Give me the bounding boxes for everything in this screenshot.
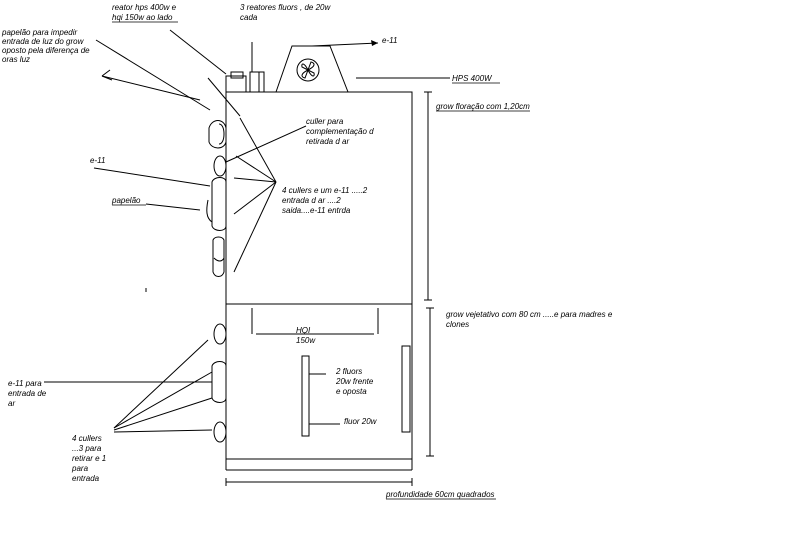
vegetative-internals: [44, 308, 411, 443]
svg-text:oras luz: oras luz: [2, 55, 30, 64]
svg-text:4 cullers: 4 cullers: [72, 434, 102, 443]
svg-text:saida....e-11 entrda: saida....e-11 entrda: [282, 206, 351, 215]
label-profundidade: profundidade 60cm quadrados: [385, 490, 496, 500]
svg-text:e-11: e-11: [382, 36, 397, 45]
svg-text:entrada de luz do grow: entrada de luz do grow: [2, 37, 85, 46]
label-grow-vegetativo: grow vejetativo com 80 cm .....e para ma…: [446, 310, 613, 329]
vegetative-chamber: [225, 303, 413, 460]
svg-text:150w: 150w: [296, 336, 316, 345]
label-reator: reator hps 400w e hqi 150w ao lado: [112, 3, 178, 23]
svg-text:HQI: HQI: [296, 326, 311, 335]
label-hps: HPS 400W: [452, 74, 500, 84]
side-fluor-tube: [401, 345, 411, 433]
label-fluor-20w: fluor 20w: [344, 417, 378, 426]
svg-text:e oposta: e oposta: [336, 387, 367, 396]
svg-text:papelão: papelão: [111, 196, 141, 205]
ballast-box: [225, 42, 265, 93]
svg-text:retirar e 1: retirar e 1: [72, 454, 106, 463]
svg-text:para: para: [71, 464, 89, 473]
label-grow-floracao: grow floração com 1,20cm: [436, 102, 530, 112]
cabinet: [225, 91, 413, 471]
svg-text:e-11 para: e-11 para: [8, 379, 42, 388]
label-e11-top: e-11: [382, 36, 397, 45]
svg-text:clones: clones: [446, 320, 469, 329]
svg-text:entrada de: entrada de: [8, 389, 47, 398]
svg-text:4 cullers e um e-11 .....2: 4 cullers e um e-11 .....2: [282, 186, 368, 195]
svg-text:culler para: culler para: [306, 117, 344, 126]
svg-text:papelão para impedir: papelão para impedir: [1, 28, 77, 37]
svg-text:cada: cada: [240, 13, 258, 22]
label-fluors-2: 2 fluors 20w frente e oposta: [335, 367, 374, 396]
svg-text:grow floração com 1,20cm: grow floração com 1,20cm: [436, 102, 530, 111]
svg-text:fluor 20w: fluor 20w: [344, 417, 378, 426]
dimensions: [225, 91, 434, 486]
label-papelao-top: papelão para impedir entrada de luz do g…: [1, 28, 90, 64]
label-papelao-left: papelão: [111, 196, 146, 206]
svg-text:complementação d: complementação d: [306, 127, 374, 136]
svg-text:profundidade 60cm quadrados: profundidade 60cm quadrados: [385, 490, 495, 499]
svg-text:hqi 150w ao lado: hqi 150w ao lado: [112, 13, 173, 22]
svg-text:3 reatores fluors , de 20w: 3 reatores fluors , de 20w: [240, 3, 331, 12]
svg-text:...3 para: ...3 para: [72, 444, 102, 453]
svg-text:e-11: e-11: [90, 156, 105, 165]
label-hqi: HQI 150w: [296, 326, 316, 345]
label-cullers-veg: 4 cullers ...3 para retirar e 1 para ent…: [71, 434, 106, 483]
label-e11-entrada: e-11 para entrada de ar: [8, 379, 47, 408]
svg-text:2 fluors: 2 fluors: [335, 367, 362, 376]
front-fluor-tube: [301, 355, 310, 437]
fan-icon: [296, 58, 320, 82]
svg-text:entrada d ar ....2: entrada d ar ....2: [282, 196, 341, 205]
leader-lines: [93, 29, 227, 211]
label-culler: culler para complementação d retirada d …: [306, 117, 374, 146]
svg-text:retirada d ar: retirada d ar: [306, 137, 349, 146]
svg-text:entrada: entrada: [72, 474, 100, 483]
flowering-internals: [206, 77, 307, 277]
svg-text:ar: ar: [8, 399, 15, 408]
label-e11-left: e-11: [90, 156, 105, 165]
label-reatores-fluors: 3 reatores fluors , de 20w cada: [240, 3, 331, 22]
svg-text:oposto pela diferença de: oposto pela diferença de: [2, 46, 90, 55]
svg-text:HPS 400W: HPS 400W: [452, 74, 493, 83]
label-cullers-flora: 4 cullers e um e-11 .....2 entrada d ar …: [282, 186, 368, 215]
svg-text:reator hps 400w e: reator hps 400w e: [112, 3, 177, 12]
svg-text:20w frente: 20w frente: [335, 377, 374, 386]
svg-text:grow vejetativo com 80 cm ....: grow vejetativo com 80 cm .....e para ma…: [446, 310, 613, 319]
exhaust-fan-housing: [275, 40, 379, 93]
